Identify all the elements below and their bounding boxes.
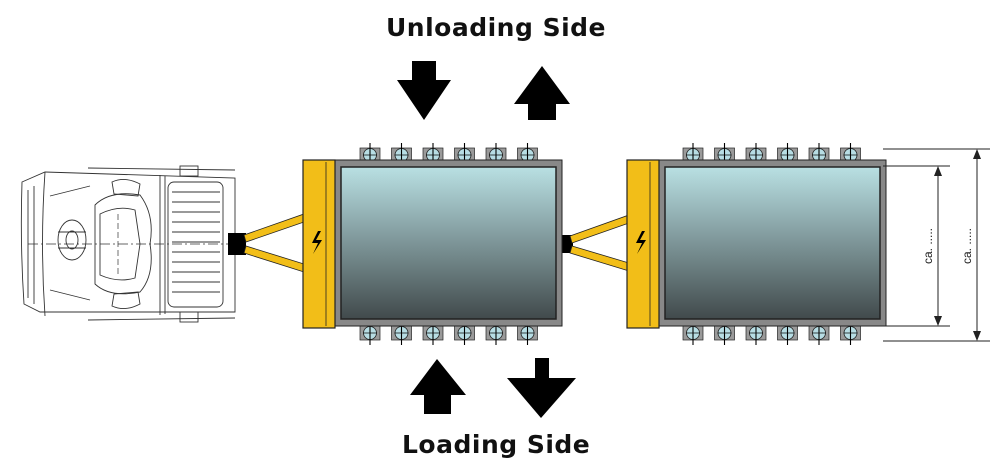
drawbar-1	[243, 213, 305, 273]
loading-arrow-down-icon	[507, 358, 576, 418]
unloading-arrow-up-icon	[514, 66, 570, 120]
dimension-inner-label: ca. .....	[921, 228, 935, 264]
loading-side-label: Loading Side	[402, 430, 591, 459]
trailer-1-bottom-roller-2	[391, 321, 412, 345]
trailer-1-lightning-icon	[312, 231, 322, 254]
trailer-2-bottom-roller-5	[808, 321, 830, 345]
dimension-outer	[883, 148, 990, 342]
trailer-2-top-roller-4	[777, 143, 798, 167]
trailer-1-rollers-bottom	[359, 321, 538, 345]
trailer-2-bottom-roller-2	[714, 321, 735, 345]
trailer-1-rollers-top	[359, 143, 538, 167]
loading-arrow-up-icon	[410, 359, 466, 414]
trailer-1-platform	[340, 166, 557, 320]
trailer-2-bottom-roller-4	[777, 321, 798, 345]
trailer-1-top-roller-6	[517, 143, 538, 167]
trailer-hitch	[561, 235, 573, 253]
drawbar-2	[569, 214, 630, 272]
trailer-1-top-roller-1	[359, 143, 381, 167]
trailer-2-platform	[664, 166, 881, 320]
trailer-2-rollers-bottom	[682, 321, 861, 345]
unloading-arrow-down-icon	[397, 61, 451, 120]
trailer-1-bottom-roller-3	[422, 321, 444, 345]
trailer-2-lightning-icon	[636, 231, 646, 254]
trailer-1-bottom-roller-6	[517, 321, 538, 345]
trailer-2-top-roller-3	[745, 143, 767, 167]
trailer-1-top-roller-2	[391, 143, 412, 167]
trailer-2	[626, 143, 887, 345]
dimension-inner	[883, 165, 950, 327]
trailer-1-top-roller-3	[422, 143, 444, 167]
trailer-2-top-roller-2	[714, 143, 735, 167]
tractor-hitch	[228, 233, 246, 255]
unloading-side-label: Unloading Side	[386, 13, 607, 42]
trailer-1-bottom-roller-4	[454, 321, 475, 345]
trailer-1	[302, 143, 563, 345]
trailer-2-bottom-roller-3	[745, 321, 767, 345]
trailer-1-top-roller-4	[454, 143, 475, 167]
dimension-outer-label: ca. .....	[960, 228, 974, 264]
trailer-2-bottom-roller-1	[682, 321, 704, 345]
trailer-1-bottom-roller-5	[485, 321, 507, 345]
tractor-vehicle	[20, 165, 236, 323]
